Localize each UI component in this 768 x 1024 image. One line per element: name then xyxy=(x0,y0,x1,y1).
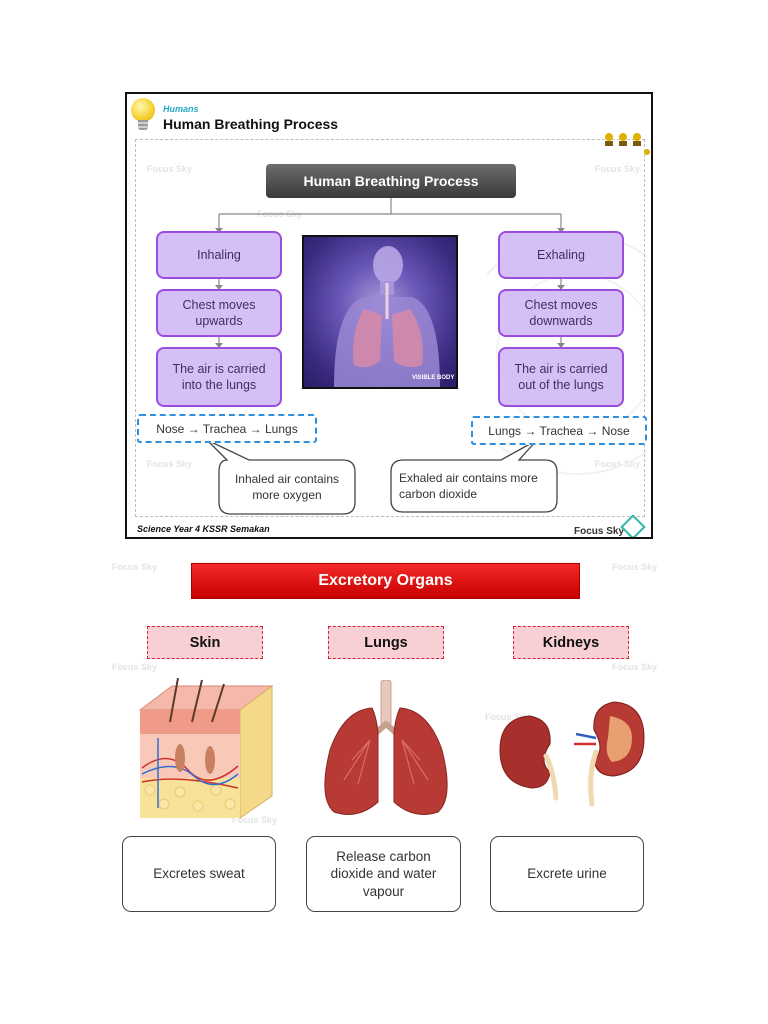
lightbulb-base xyxy=(138,120,148,130)
watermark: Focus Sky xyxy=(112,662,158,672)
skin-cross-section-icon xyxy=(138,678,274,819)
exhaling-step-air: The air is carried out of the lungs xyxy=(498,347,624,407)
organ-desc-lungs: Release carbon dioxide and water vapour xyxy=(306,836,461,912)
header-title: Human Breathing Process xyxy=(163,116,339,132)
respiratory-body-image: VISIBLE BODY xyxy=(302,235,458,389)
organ-desc-skin: Excretes sweat xyxy=(122,836,276,912)
inhaling-step-chest: Chest moves upwards xyxy=(156,289,282,337)
footer-course-label: Science Year 4 KSSR Semakan xyxy=(137,524,270,534)
watermark: Focus Sky xyxy=(112,562,158,572)
kidneys-icon xyxy=(499,701,645,807)
organ-label-skin: Skin xyxy=(147,626,263,659)
watermark: Focus Sky xyxy=(147,459,193,469)
flow-connectors xyxy=(206,198,565,515)
lungs-icon xyxy=(324,680,448,815)
exhaling-box: Exhaling xyxy=(498,231,624,279)
inhaling-step-air: The air is carried into the lungs xyxy=(156,347,282,407)
breathing-slide: Focus Sky Focus Sky Focus Sky Focus Sky … xyxy=(125,92,653,539)
footer-brand: Focus Sky xyxy=(574,526,625,537)
watermark: Focus Sky xyxy=(612,562,658,572)
organ-label-lungs: Lungs xyxy=(328,626,444,659)
organ-label-kidneys: Kidneys xyxy=(513,626,629,659)
header-subtitle: Humans xyxy=(163,104,199,114)
excretory-banner: Excretory Organs xyxy=(191,563,580,599)
inhale-path-label: Nose → Trachea → Lungs xyxy=(137,414,317,443)
diagram-title: Human Breathing Process xyxy=(266,164,516,198)
human-torso-lungs-icon xyxy=(334,246,440,387)
organ-desc-kidneys: Excrete urine xyxy=(490,836,644,912)
exhale-bubble-text: Exhaled air contains more carbon dioxide xyxy=(399,470,538,501)
exhale-path-label: Lungs → Trachea → Nose xyxy=(471,416,647,445)
watermark: Focus Sky xyxy=(612,662,658,672)
mini-figures-icon xyxy=(605,133,650,155)
watermark: Focus Sky xyxy=(147,164,193,174)
content-frame xyxy=(135,139,645,517)
exhaling-step-chest: Chest moves downwards xyxy=(498,289,624,337)
watermark: Focus Sky xyxy=(595,459,641,469)
lightbulb-icon xyxy=(131,98,155,122)
watermark: Focus Sky xyxy=(485,712,531,722)
inhaling-box: Inhaling xyxy=(156,231,282,279)
watermark: Focus Sky xyxy=(595,164,641,174)
watermark: Focus Sky xyxy=(232,815,278,825)
inhale-bubble-text: Inhaled air contains more oxygen xyxy=(234,471,340,502)
photo-watermark: VISIBLE BODY xyxy=(412,375,455,381)
